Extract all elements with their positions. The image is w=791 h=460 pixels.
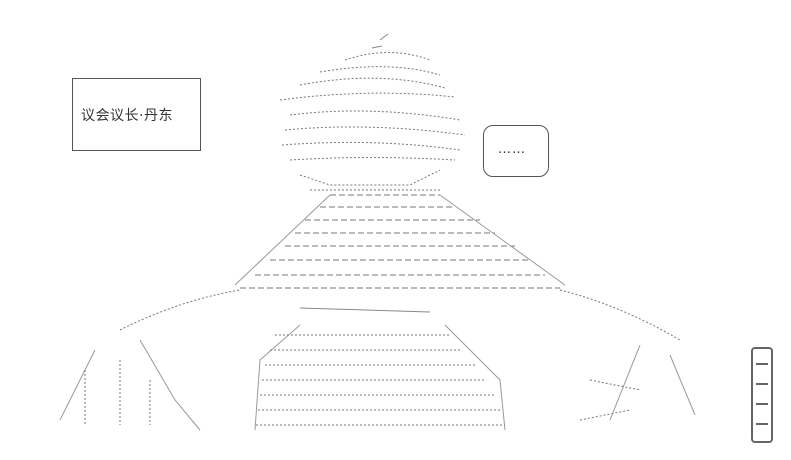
dmzj-logo-icon <box>751 347 773 443</box>
speech-bubble: …… <box>483 125 549 177</box>
caption-text: 议会议长·丹东 <box>81 108 173 124</box>
caption-box: 议会议长·丹东 <box>72 78 201 151</box>
speech-bubble-text: …… <box>498 142 526 157</box>
